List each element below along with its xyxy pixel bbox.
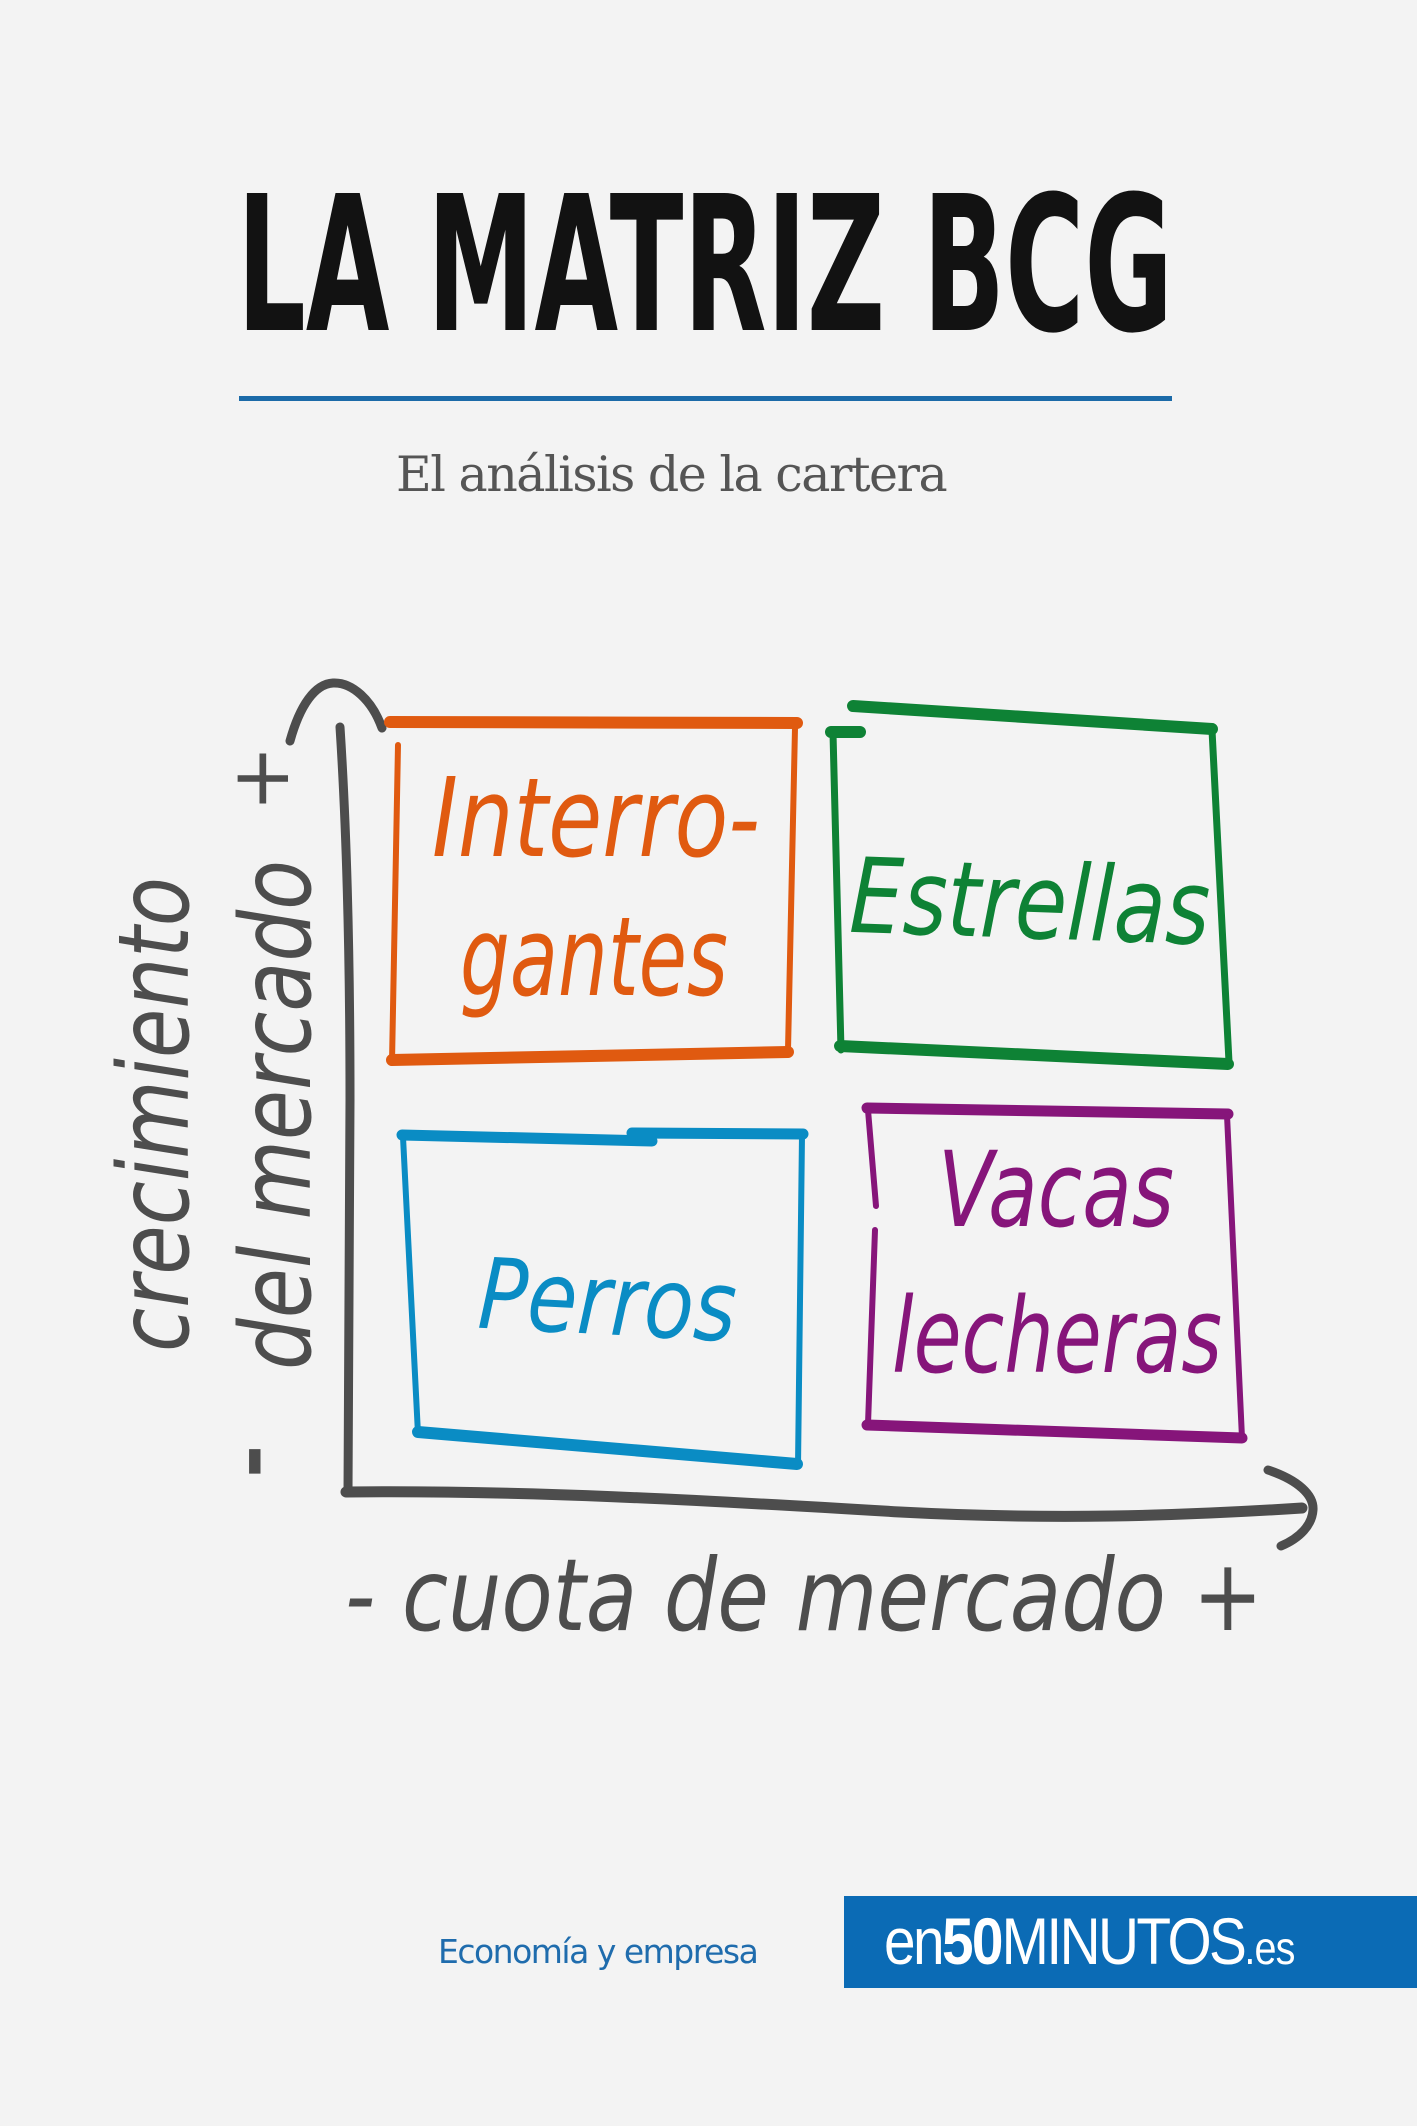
- logo-word: MINUTOS: [1001, 1904, 1247, 1978]
- y-axis-arrowhead-icon: [285, 678, 387, 746]
- y-axis-label-line2: del mercado: [220, 860, 334, 1370]
- quadrant-estrellas-box: [825, 700, 1234, 1070]
- logo-number: 50: [941, 1904, 1003, 1978]
- y-axis-label-line1: crecimiento: [98, 877, 212, 1352]
- publisher-logo-text: en50MINUTOS.es: [884, 1902, 1295, 1987]
- book-title: LA MATRIZ BCG: [235, 172, 1175, 342]
- y-axis-line: [335, 722, 355, 1497]
- category-label: Economía y empresa: [438, 1932, 759, 1971]
- quadrant-interrogantes-box: [384, 716, 803, 1066]
- quadrant-vacas-lecheras-box: [861, 1102, 1248, 1444]
- logo-prefix: en: [884, 1904, 945, 1978]
- logo-suffix: .es: [1244, 1922, 1295, 1974]
- quadrant-interrogantes-label-line2: gantes: [460, 893, 728, 1021]
- quadrant-vacas-label-line2: lecheras: [892, 1275, 1222, 1397]
- quadrant-vacas-label-line1: Vacas: [938, 1129, 1174, 1251]
- publisher-logo: en50MINUTOS.es: [844, 1896, 1417, 1988]
- quadrant-perros-box: [396, 1127, 809, 1470]
- quadrant-perros-label: Perros: [476, 1238, 740, 1365]
- quadrant-interrogantes-label-line1: Interro-: [432, 754, 760, 882]
- x-axis-line: [340, 1486, 1308, 1522]
- y-axis-plus-label: +: [214, 745, 307, 812]
- book-title-text: LA MATRIZ BCG: [237, 172, 1173, 342]
- quadrant-estrellas-label: Estrellas: [848, 835, 1212, 969]
- x-axis-label: - cuota de mercado +: [345, 1537, 1263, 1654]
- bcg-matrix-diagram: Interro- gantes Estrellas Perros Vacas l…: [0, 640, 1417, 1680]
- title-divider: [239, 396, 1172, 401]
- book-subtitle: El análisis de la cartera: [396, 446, 948, 503]
- y-axis-minus-label: -: [204, 1445, 297, 1478]
- x-axis-arrowhead-icon: [1263, 1465, 1318, 1551]
